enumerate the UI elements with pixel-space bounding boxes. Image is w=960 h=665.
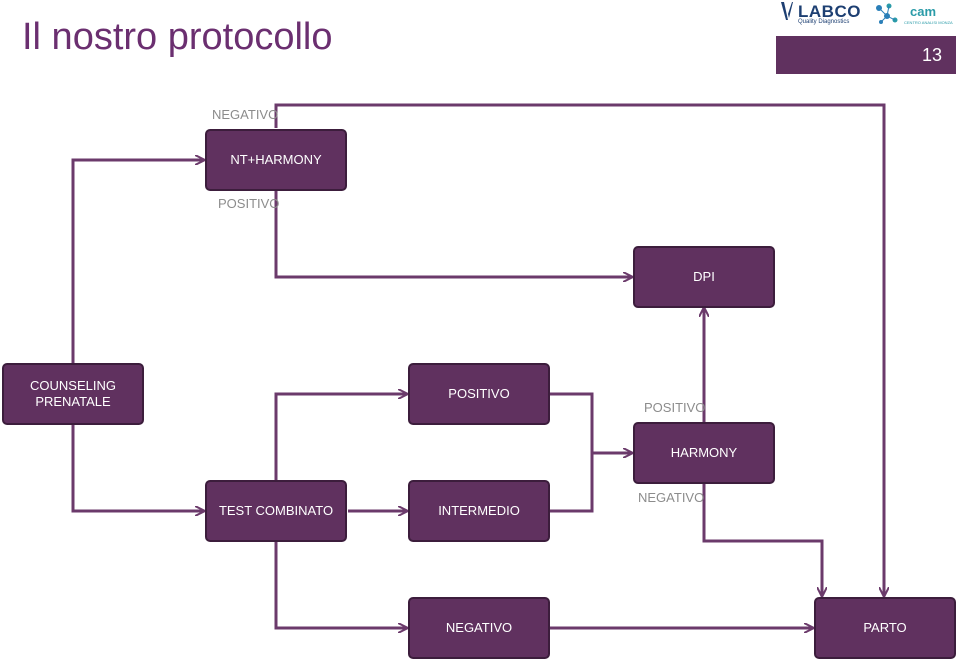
arrow-positivo-to-harmony — [550, 392, 632, 453]
page-title: Il nostro protocollo — [22, 16, 333, 58]
arrow-nt-negativo-to-parto — [274, 103, 884, 596]
arrow-test-to-positivo — [274, 394, 407, 481]
cam-tagline: CENTRO ANALISI MONZA — [904, 20, 953, 25]
arrow-counseling-to-test — [71, 425, 204, 511]
node-test-combinato: TEST COMBINATO — [205, 480, 347, 542]
node-harmony: HARMONY — [633, 422, 775, 484]
node-parto: PARTO — [814, 597, 956, 659]
arrow-counseling-to-nt — [71, 160, 204, 364]
labco-logo: LABCO — [798, 2, 861, 21]
node-dpi: DPI — [633, 246, 775, 308]
node-counseling-prenatale: COUNSELING PRENATALE — [2, 363, 144, 425]
arrow-harmony-to-parto — [702, 484, 822, 596]
labco-logo-icon — [781, 2, 793, 20]
node-intermedio: INTERMEDIO — [408, 480, 550, 542]
label-nt-positivo: POSITIVO — [218, 196, 280, 211]
label-nt-negativo: NEGATIVO — [212, 107, 279, 122]
page-number: 13 — [776, 36, 956, 74]
arrow-nt-positivo-to-dpi — [274, 190, 632, 277]
label-harmony-positivo: POSITIVO — [644, 400, 706, 415]
node-nt-harmony: NT+HARMONY — [205, 129, 347, 191]
node-positivo: POSITIVO — [408, 363, 550, 425]
logos: LABCO Quality Diagnostics cam CENTRO ANA… — [778, 0, 958, 30]
label-harmony-negativo: NEGATIVO — [638, 490, 705, 505]
node-negativo: NEGATIVO — [408, 597, 550, 659]
arrow-test-to-negativo — [274, 542, 407, 628]
molecule-icon — [876, 3, 898, 24]
labco-tagline: Quality Diagnostics — [798, 19, 850, 25]
cam-logo: cam — [910, 4, 937, 19]
arrow-intermedio-to-harmony — [550, 453, 594, 513]
